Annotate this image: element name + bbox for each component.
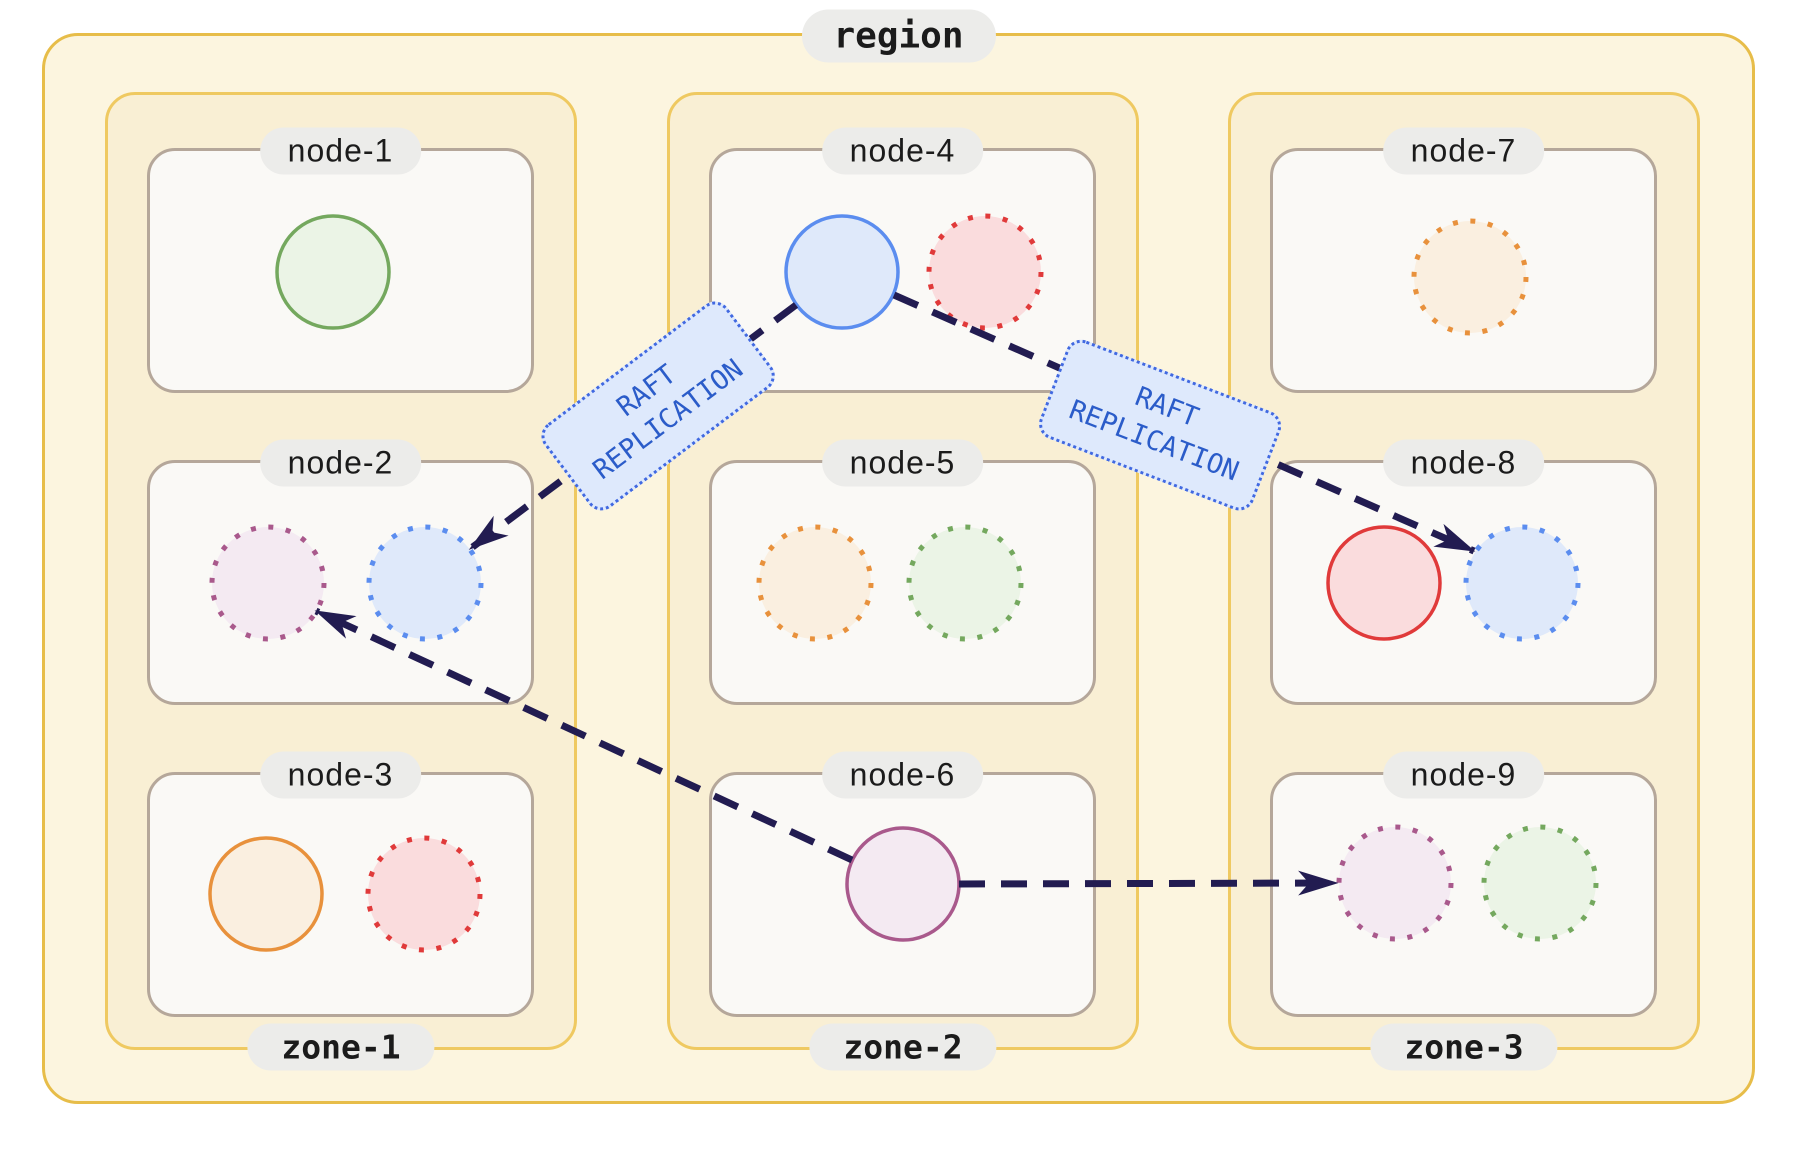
- node-8-box: node-8: [1270, 439, 1657, 705]
- zone-2-label: zone-2: [809, 1023, 997, 1071]
- node-1-box: node-1: [147, 127, 534, 393]
- node-6-label: node-6: [821, 751, 984, 799]
- node-6-box: node-6: [709, 751, 1096, 1017]
- node-5-box: node-5: [709, 439, 1096, 705]
- node-8-label: node-8: [1382, 439, 1545, 487]
- node-7-box: node-7: [1270, 127, 1657, 393]
- node-4-label: node-4: [821, 127, 984, 175]
- node-9-label: node-9: [1382, 751, 1545, 799]
- node-4-box: node-4: [709, 127, 1096, 393]
- node-3-label: node-3: [259, 751, 422, 799]
- node-3-box: node-3: [147, 751, 534, 1017]
- zone-1-label: zone-1: [247, 1023, 435, 1071]
- zone-3-label: zone-3: [1370, 1023, 1558, 1071]
- node-5-label: node-5: [821, 439, 984, 487]
- region-label: region: [801, 9, 996, 63]
- node-1-label: node-1: [259, 127, 422, 175]
- node-2-label: node-2: [259, 439, 422, 487]
- node-9-box: node-9: [1270, 751, 1657, 1017]
- node-2-box: node-2: [147, 439, 534, 705]
- node-7-label: node-7: [1382, 127, 1545, 175]
